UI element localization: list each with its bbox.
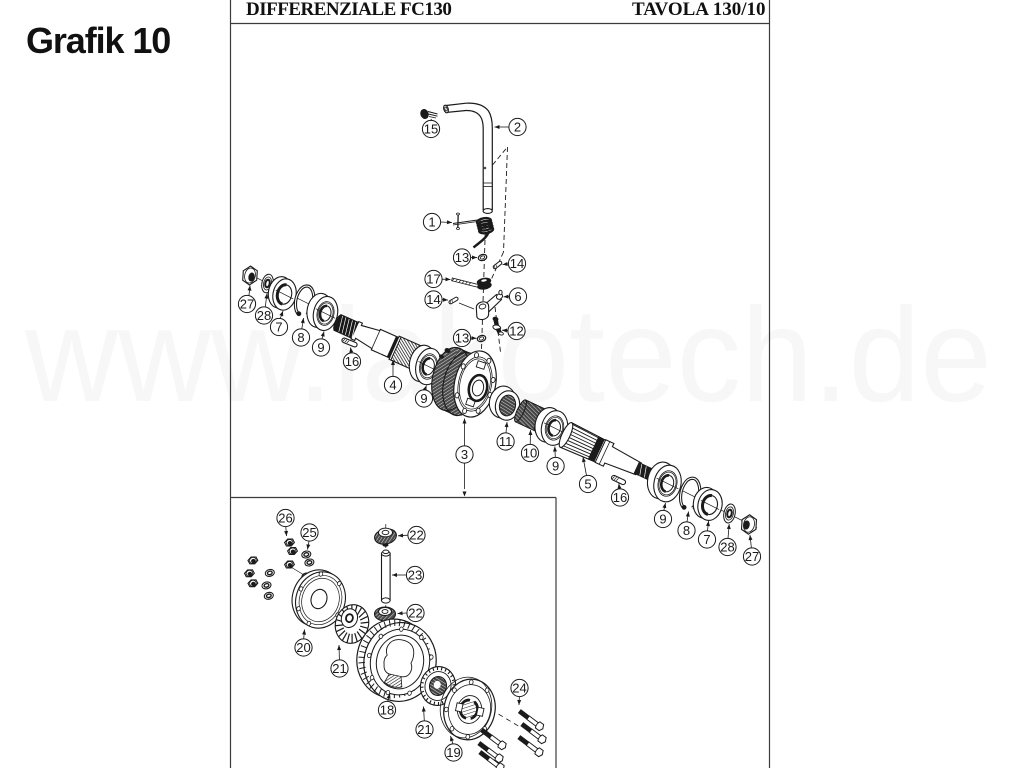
svg-text:27: 27 [745,549,759,564]
svg-text:13: 13 [455,250,469,265]
svg-text:2: 2 [514,120,521,135]
svg-text:7: 7 [275,320,282,335]
svg-text:10: 10 [523,446,537,461]
svg-text:25: 25 [302,525,316,540]
svg-text:9: 9 [420,391,427,406]
svg-text:13: 13 [455,331,469,346]
svg-text:8: 8 [297,330,304,345]
svg-text:14: 14 [426,292,440,307]
svg-text:4: 4 [389,378,396,393]
svg-text:21: 21 [417,722,431,737]
svg-text:9: 9 [552,459,559,474]
svg-text:20: 20 [296,640,310,655]
svg-text:17: 17 [426,272,440,287]
svg-text:11: 11 [499,434,513,449]
svg-text:18: 18 [380,703,394,718]
svg-text:23: 23 [408,568,422,583]
svg-text:24: 24 [512,681,526,696]
svg-text:DIFFERENZIALE FC130: DIFFERENZIALE FC130 [246,0,451,20]
svg-text:16: 16 [345,354,359,369]
svg-text:14: 14 [510,256,524,271]
svg-text:7: 7 [703,532,710,547]
svg-text:9: 9 [317,340,324,355]
svg-text:16: 16 [613,490,627,505]
svg-text:12: 12 [509,324,523,339]
svg-text:19: 19 [446,745,460,760]
svg-text:22: 22 [408,606,422,621]
svg-text:8: 8 [683,523,690,538]
svg-text:27: 27 [240,297,254,312]
svg-text:21: 21 [332,661,346,676]
svg-text:22: 22 [409,528,423,543]
svg-text:26: 26 [278,511,292,526]
svg-text:5: 5 [584,477,591,492]
svg-text:TAVOLA 130/10: TAVOLA 130/10 [632,0,766,20]
svg-text:28: 28 [257,308,271,323]
svg-text:28: 28 [720,540,734,555]
svg-text:9: 9 [659,512,666,527]
svg-text:Grafik 10: Grafik 10 [26,20,170,61]
svg-text:6: 6 [514,289,521,304]
svg-text:15: 15 [424,122,438,137]
svg-text:3: 3 [461,447,468,462]
svg-text:1: 1 [428,215,435,230]
